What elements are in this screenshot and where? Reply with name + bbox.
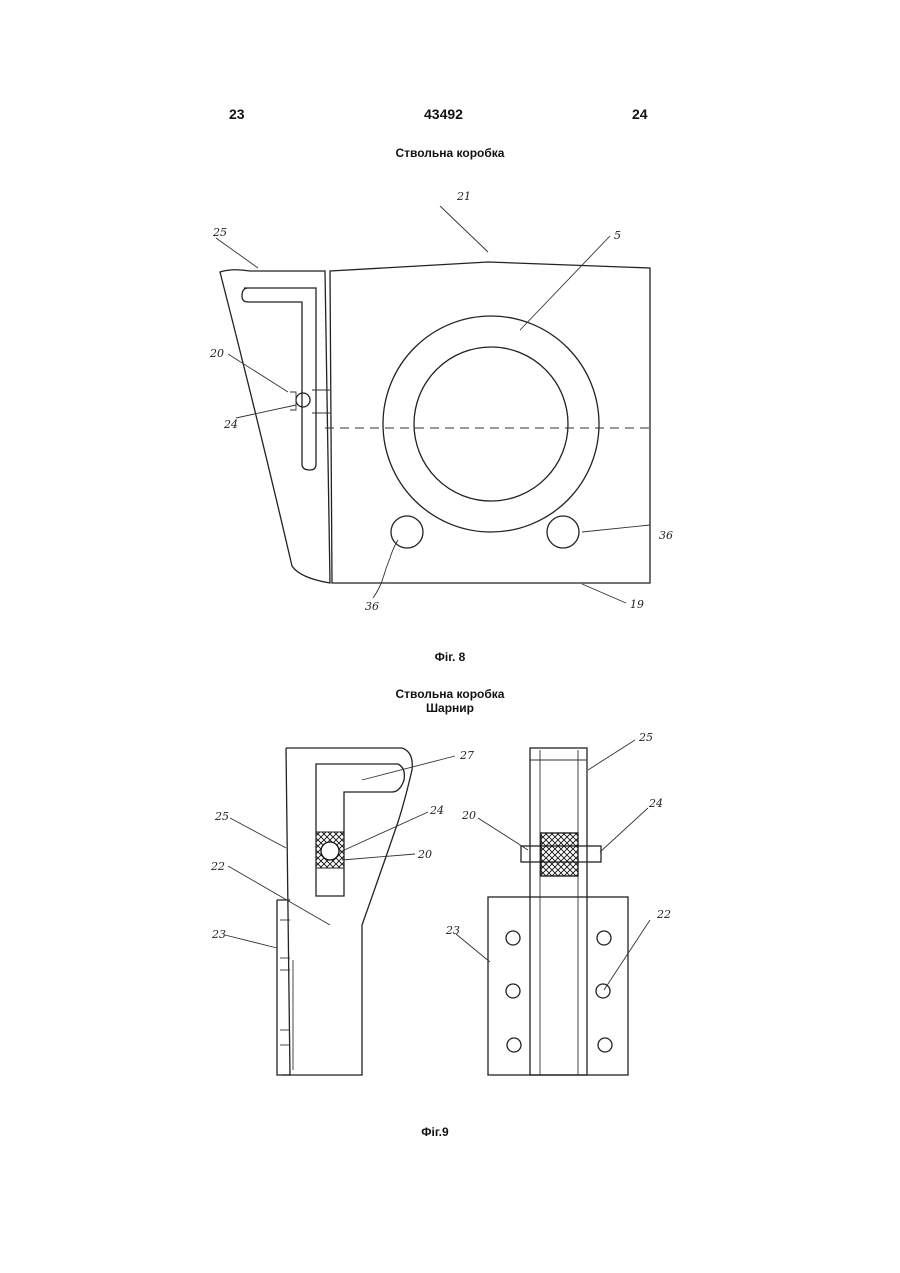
- slot-27: [316, 764, 404, 896]
- callout-25-left: 25: [214, 810, 229, 823]
- bolt-hole: [506, 931, 520, 945]
- callout-22-left: 22: [210, 860, 225, 873]
- figure9-label: Фіг.9: [0, 1125, 885, 1139]
- callout-25-right: 25: [638, 731, 653, 744]
- callout-20-left: 20: [417, 848, 432, 861]
- bolt-hole: [596, 984, 610, 998]
- callout-22-right: 22: [656, 908, 671, 921]
- callout-27: 27: [459, 749, 474, 762]
- hinge-plate-side: [282, 748, 412, 1075]
- callout-24-right: 24: [648, 797, 663, 810]
- bolt-hole: [598, 1038, 612, 1052]
- pin-side: [321, 842, 339, 860]
- hatched-bushing: [541, 833, 578, 876]
- callout-23-right: 23: [445, 924, 460, 937]
- bolt-hole: [507, 1038, 521, 1052]
- bolt-hole: [597, 931, 611, 945]
- bolt-hole: [506, 984, 520, 998]
- callout-23-left: 23: [211, 928, 226, 941]
- callout-20-right: 20: [461, 809, 476, 822]
- callout-24-left: 24: [429, 804, 444, 817]
